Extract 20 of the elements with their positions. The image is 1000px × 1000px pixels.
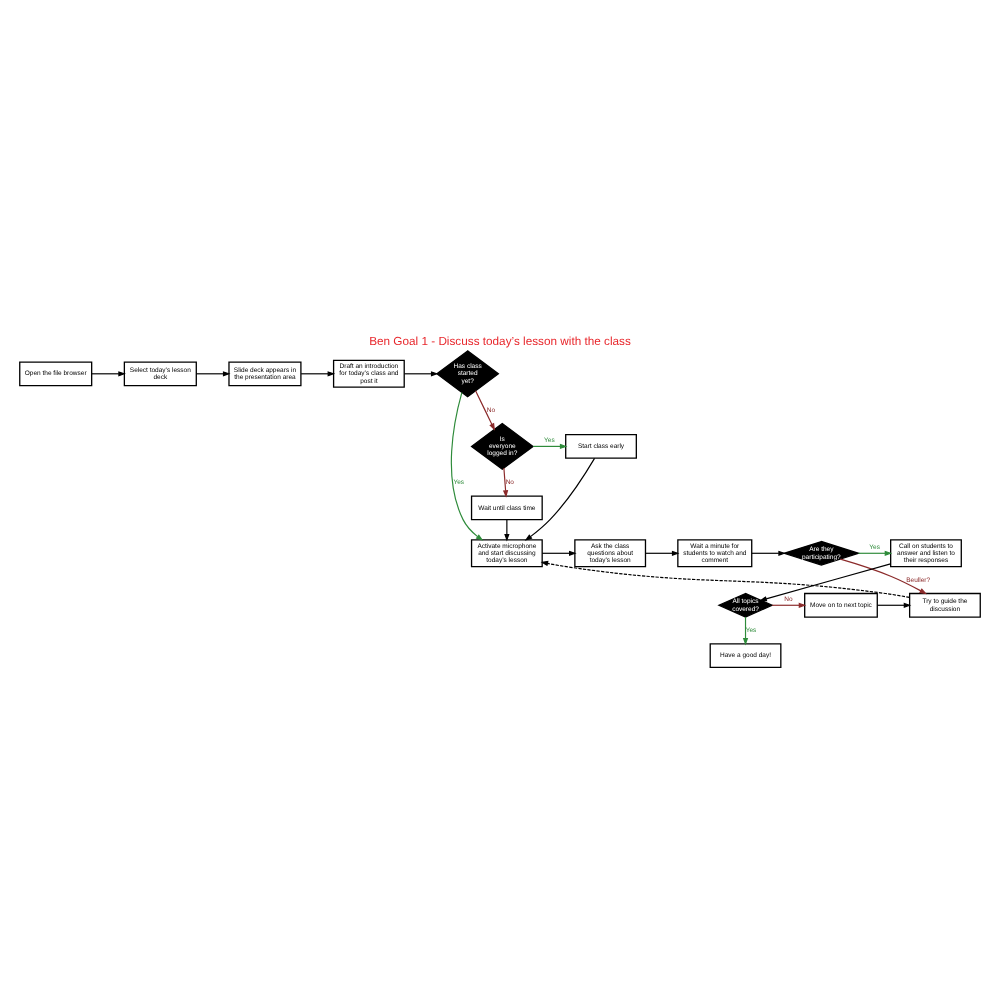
arrow: [450, 392, 484, 541]
arrow: [300, 371, 336, 377]
arrow: [91, 371, 126, 377]
arrow: [502, 467, 509, 498]
arrow: [403, 371, 439, 377]
arrow: [759, 563, 892, 602]
arrow: [857, 550, 893, 556]
arrow: [644, 550, 680, 556]
arrow: [532, 443, 568, 450]
arrow: [541, 550, 577, 556]
arrow: [751, 550, 786, 556]
arrow: [876, 602, 912, 608]
arrow: [504, 519, 510, 542]
arrow: [839, 558, 928, 595]
arrow: [475, 390, 496, 431]
arrow: [195, 371, 231, 377]
arrow: [742, 616, 749, 646]
arrow: [524, 457, 596, 541]
arrow: [771, 602, 807, 608]
arrow: [540, 560, 911, 598]
